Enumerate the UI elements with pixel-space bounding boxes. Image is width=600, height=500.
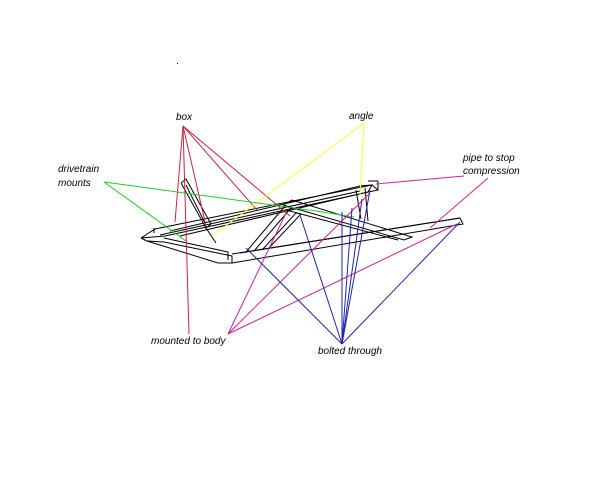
label-drivetrain-mounts: mounts [58,178,91,189]
box-leader-lines [174,125,291,335]
angle-leader-lines [211,122,365,237]
drivetrain-leader-lines [103,181,355,242]
pipe-leader-lines [375,175,489,229]
stray-dot [177,63,178,64]
label-drivetrain: drivetrain [58,164,100,175]
bolted-leader-lines [245,189,461,345]
label-pipe: pipe to stop [463,153,515,164]
label-angle: angle [349,111,374,122]
label-bolted-through: bolted through [318,346,382,357]
label-box: box [176,112,193,123]
label-mounted-to-body: mounted to body [151,336,226,347]
label-pipe-compression: compression [463,166,520,177]
